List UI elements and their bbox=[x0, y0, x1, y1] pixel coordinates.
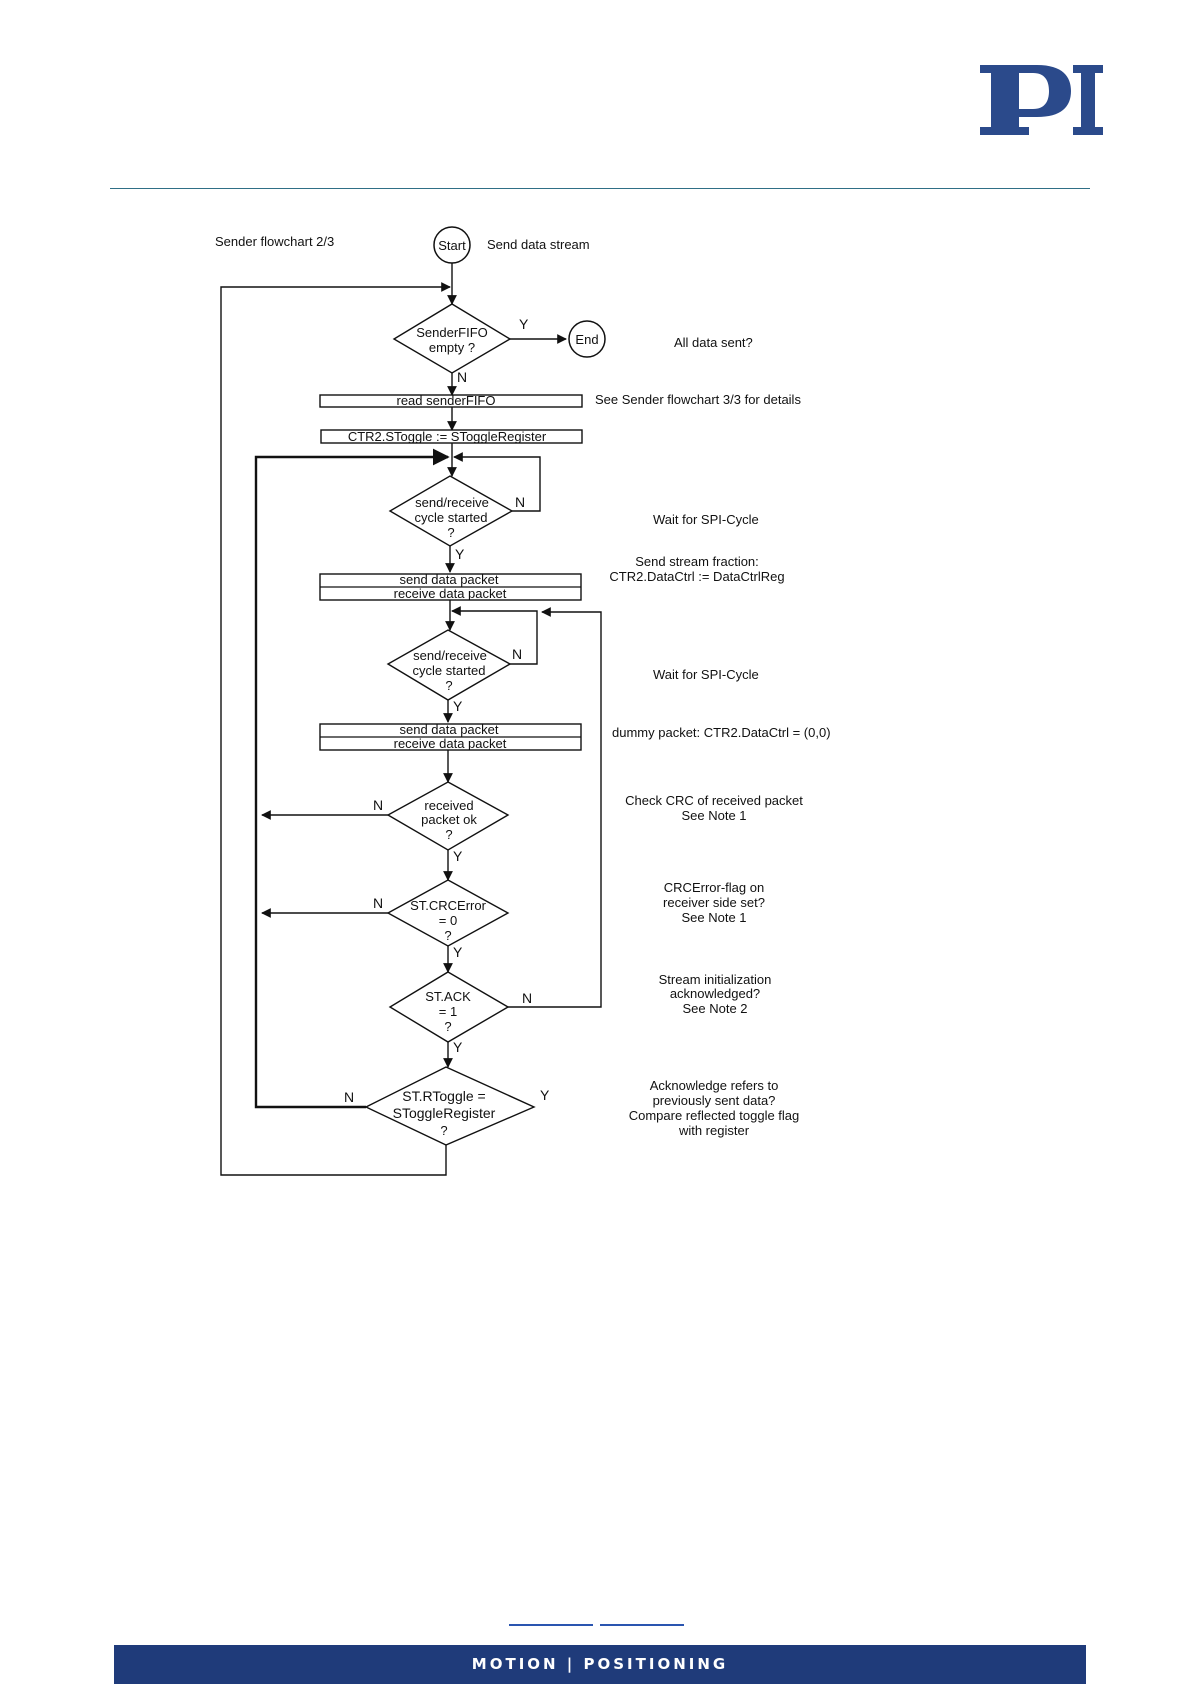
footer-links bbox=[509, 1624, 684, 1630]
process-send-receive-1: send data packet receive data packet bbox=[319, 572, 582, 601]
decision-cycle-started-2: send/receive cycle started ? bbox=[386, 629, 512, 701]
note-stream-fraction: CTR2.DataCtrl := DataCtrlReg bbox=[609, 569, 784, 584]
process-text: CTR2.SToggle := SToggleRegister bbox=[348, 429, 547, 444]
decision-text: send/receive bbox=[415, 495, 489, 510]
no-label: N bbox=[373, 895, 383, 911]
note-acknowledge: with register bbox=[678, 1123, 750, 1138]
decision-cycle-started-1: send/receive cycle started ? bbox=[388, 475, 514, 547]
process-text: receive data packet bbox=[394, 736, 507, 751]
note-crcerror-flag: See Note 1 bbox=[681, 910, 746, 925]
no-label: N bbox=[457, 369, 467, 385]
decision-text: ? bbox=[440, 1123, 447, 1138]
decision-text: SenderFIFO bbox=[416, 325, 488, 340]
decision-fifo-empty: SenderFIFO empty ? bbox=[392, 303, 512, 374]
decision-ack: ST.ACK = 1 ? bbox=[388, 971, 510, 1043]
note-acknowledge: Compare reflected toggle flag bbox=[629, 1108, 800, 1123]
decision-text: ? bbox=[444, 1019, 451, 1034]
no-label: N bbox=[515, 494, 525, 510]
footer-slogan: MOTION | POSITIONING bbox=[471, 1655, 729, 1673]
logo-letter-p bbox=[980, 65, 1071, 135]
decision-rtoggle: ST.RToggle = SToggleRegister ? bbox=[364, 1066, 536, 1146]
yes-label: Y bbox=[453, 944, 463, 960]
decision-text: ? bbox=[447, 525, 454, 540]
no-label: N bbox=[522, 990, 532, 1006]
note-stream-init: acknowledged? bbox=[670, 986, 760, 1001]
pi-logo bbox=[980, 65, 1103, 135]
decision-text: = 0 bbox=[439, 913, 457, 928]
note-stream-init: See Note 2 bbox=[682, 1001, 747, 1016]
decision-text: cycle started bbox=[413, 663, 486, 678]
decision-text: received bbox=[424, 798, 473, 813]
footer-bar: MOTION | POSITIONING bbox=[114, 1645, 1086, 1684]
decision-text: SToggleRegister bbox=[393, 1105, 496, 1121]
header-rule bbox=[110, 188, 1090, 189]
footer-link[interactable] bbox=[509, 1624, 593, 1626]
process-read-fifo: read senderFIFO bbox=[319, 393, 583, 408]
yes-label: Y bbox=[453, 848, 463, 864]
no-label: N bbox=[512, 646, 522, 662]
start-annotation: Send data stream bbox=[487, 237, 590, 252]
decision-text: ST.RToggle = bbox=[402, 1088, 485, 1104]
note-check-crc: See Note 1 bbox=[681, 808, 746, 823]
process-send-receive-2: send data packet receive data packet bbox=[319, 722, 582, 751]
end-node: End bbox=[568, 320, 606, 358]
process-text: send data packet bbox=[399, 572, 498, 587]
decision-packet-ok: received packet ok ? bbox=[386, 781, 510, 851]
decision-text: ST.CRCError bbox=[410, 898, 487, 913]
note-check-crc: Check CRC of received packet bbox=[625, 793, 803, 808]
logo-letter-i bbox=[1073, 65, 1103, 135]
decision-text: ? bbox=[444, 928, 451, 943]
yes-label: Y bbox=[519, 316, 529, 332]
yes-label: Y bbox=[453, 1039, 463, 1055]
decision-text: packet ok bbox=[421, 812, 477, 827]
process-text: receive data packet bbox=[394, 586, 507, 601]
process-set-toggle: CTR2.SToggle := SToggleRegister bbox=[320, 429, 583, 444]
decision-text: ? bbox=[445, 678, 452, 693]
decision-text: cycle started bbox=[415, 510, 488, 525]
note-see-33: See Sender flowchart 3/3 for details bbox=[595, 392, 801, 407]
end-label: End bbox=[575, 332, 598, 347]
yes-label: Y bbox=[540, 1087, 550, 1103]
decision-text: empty ? bbox=[429, 340, 475, 355]
footer-link[interactable] bbox=[600, 1624, 684, 1626]
decision-text: ST.ACK bbox=[425, 989, 471, 1004]
start-label: Start bbox=[438, 238, 466, 253]
process-text: send data packet bbox=[399, 722, 498, 737]
process-text: read senderFIFO bbox=[397, 393, 496, 408]
decision-text: = 1 bbox=[439, 1004, 457, 1019]
yes-label: Y bbox=[455, 546, 465, 562]
note-all-sent: All data sent? bbox=[674, 335, 753, 350]
note-dummy-packet: dummy packet: CTR2.DataCtrl = (0,0) bbox=[612, 725, 831, 740]
decision-text: send/receive bbox=[413, 648, 487, 663]
note-acknowledge: Acknowledge refers to bbox=[650, 1078, 779, 1093]
yes-label: Y bbox=[453, 698, 463, 714]
start-node: Start bbox=[433, 226, 471, 264]
note-acknowledge: previously sent data? bbox=[653, 1093, 776, 1108]
flowchart-title: Sender flowchart 2/3 bbox=[215, 234, 334, 249]
note-wait-2: Wait for SPI-Cycle bbox=[653, 667, 759, 682]
decision-crc-error: ST.CRCError = 0 ? bbox=[386, 879, 510, 947]
note-crcerror-flag: CRCError-flag on bbox=[664, 880, 764, 895]
no-label: N bbox=[373, 797, 383, 813]
note-crcerror-flag: receiver side set? bbox=[663, 895, 765, 910]
note-stream-init: Stream initialization bbox=[659, 972, 772, 987]
no-label: N bbox=[344, 1089, 354, 1105]
decision-text: ? bbox=[445, 827, 452, 842]
note-wait-1: Wait for SPI-Cycle bbox=[653, 512, 759, 527]
note-stream-fraction: Send stream fraction: bbox=[635, 554, 759, 569]
